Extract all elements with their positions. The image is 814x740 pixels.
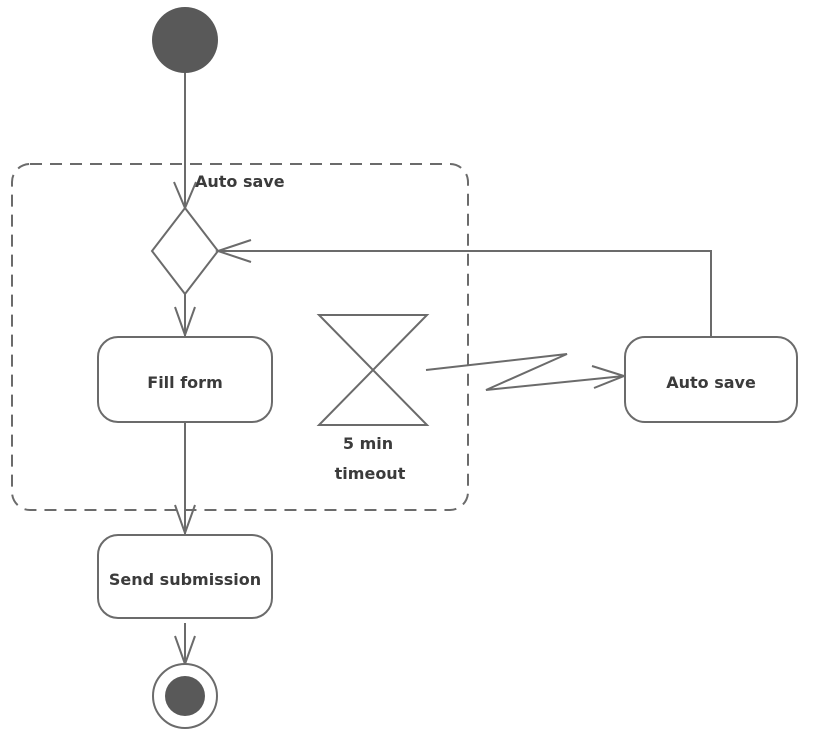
hourglass-icon[interactable] xyxy=(316,314,430,426)
edge-decision-to-fillform xyxy=(174,294,196,338)
accept-time-event[interactable]: 5 min timeout xyxy=(316,314,430,483)
edge-line xyxy=(218,250,712,337)
final-node-inner-dot xyxy=(165,676,205,716)
edge-autosave-to-decision xyxy=(214,239,712,337)
arrowhead-icon xyxy=(174,306,196,338)
action-label: Fill form xyxy=(147,373,222,392)
region-border xyxy=(11,163,469,511)
action-send-submission[interactable]: Send submission xyxy=(97,534,273,619)
activity-final-node[interactable] xyxy=(152,663,218,729)
edge-send-to-final xyxy=(174,623,196,667)
action-auto-save[interactable]: Auto save xyxy=(624,336,798,423)
action-label: Send submission xyxy=(109,570,261,589)
timer-label-line1: 5 min xyxy=(343,434,393,453)
edge-fillform-to-send xyxy=(174,422,196,536)
interruptible-region: Auto save xyxy=(11,163,469,511)
timer-label-line2: timeout xyxy=(335,464,406,483)
action-box[interactable] xyxy=(97,534,273,619)
interrupting-edge xyxy=(425,353,627,391)
initial-node[interactable] xyxy=(152,7,218,73)
merge-node[interactable] xyxy=(150,206,220,296)
action-fill-form[interactable]: Fill form xyxy=(97,336,273,423)
action-box[interactable] xyxy=(624,336,798,423)
region-label: Auto save xyxy=(195,172,285,191)
arrowhead-icon xyxy=(214,239,252,263)
action-label: Auto save xyxy=(666,373,756,392)
edge-initial-to-decision xyxy=(173,73,197,211)
arrowhead-icon xyxy=(174,504,196,536)
lightning-edge-line xyxy=(425,353,625,391)
